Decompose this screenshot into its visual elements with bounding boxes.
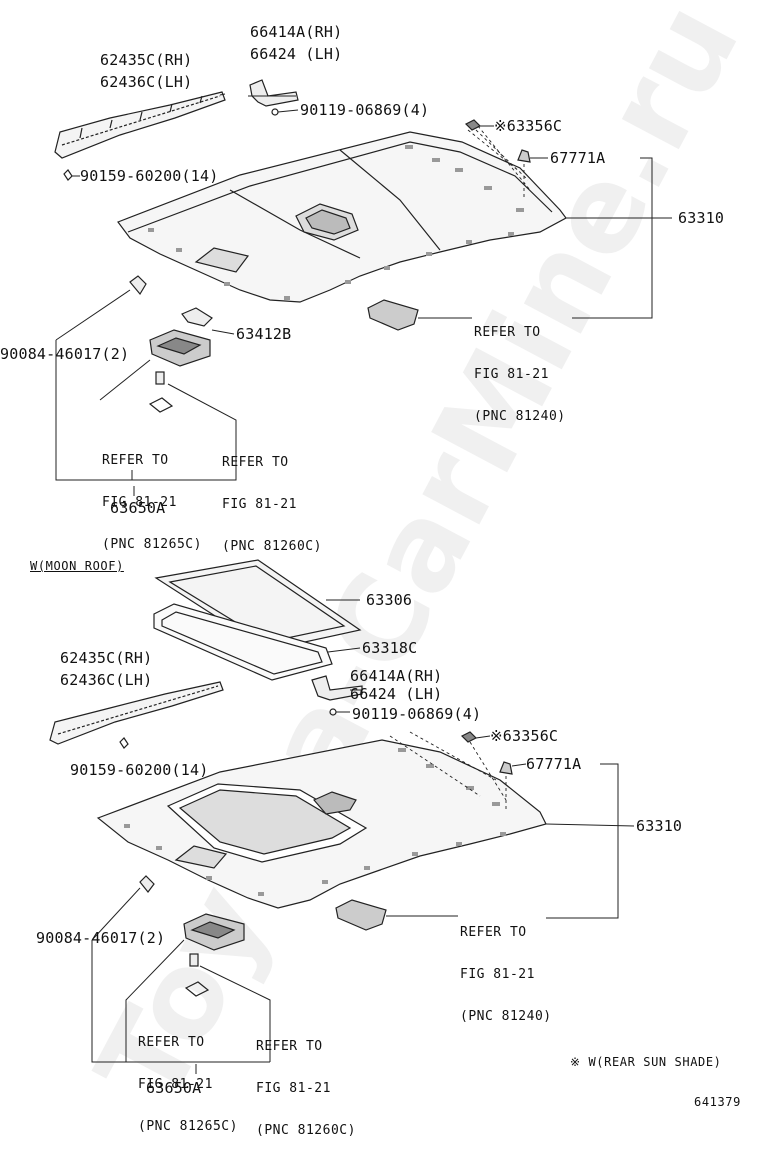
- bottom-headliner-label: 63310: [636, 817, 683, 835]
- bottom-ref-right: REFER TO FIG 81-21 (PNC 81240): [460, 898, 552, 1038]
- bottom-assy-label: 63650A: [146, 1079, 202, 1097]
- bottom-ref-left-line2: FIG 81-21: [138, 1077, 213, 1092]
- top-clip-b-label: 67771A: [550, 149, 606, 167]
- clip-90084-part-2: [139, 875, 155, 893]
- trim-clip-part: [63, 169, 73, 181]
- top-ref-mid-line2: FIG 81-21: [222, 497, 297, 512]
- top-ref-right-line1: REFER TO: [474, 325, 541, 340]
- map-lamp-part: [367, 299, 419, 331]
- top-screw-label: 90119-06869(4): [300, 101, 430, 119]
- top-ref-right: REFER TO FIG 81-21 (PNC 81240): [474, 298, 566, 438]
- trim-clip-part-2: [119, 737, 129, 749]
- bottom-ref-left-line3: (PNC 81265C): [138, 1119, 238, 1134]
- top-ref-mid-line3: (PNC 81260C): [222, 539, 322, 554]
- top-bracket-label-rh: 66414A(RH): [250, 23, 343, 41]
- top-ref-left-line3: (PNC 81265C): [102, 537, 202, 552]
- top-headliner-label: 63310: [678, 209, 725, 227]
- roof-side-trim-part-2: [49, 681, 224, 745]
- top-ref-left: REFER TO FIG 81-21 (PNC 81265C): [102, 426, 202, 566]
- clip-67771a-part-2: [499, 761, 513, 775]
- bottom-seal-label: 63318C: [362, 639, 418, 657]
- top-bracket-b-label: 63412B: [236, 325, 292, 343]
- map-lamp-part-2: [335, 899, 387, 931]
- top-assy-label: 63650A: [110, 499, 166, 517]
- top-ref-left-line1: REFER TO: [102, 453, 169, 468]
- bottom-bracket-label-lh: 66424 (LH): [350, 685, 443, 703]
- clip-90084-part: [129, 275, 147, 296]
- bottom-ref-right-line1: REFER TO: [460, 925, 527, 940]
- bottom-ref-left: REFER TO FIG 81-21 (PNC 81265C): [138, 1008, 238, 1148]
- top-clip-a-label: ※63356C: [494, 117, 563, 135]
- bottom-ref-mid-line2: FIG 81-21: [256, 1081, 331, 1096]
- bottom-ref-right-line3: (PNC 81240): [460, 1009, 552, 1024]
- bottom-screw-label: 90119-06869(4): [352, 705, 482, 723]
- roof-side-trim-part: [54, 91, 226, 159]
- bottom-bracket-label-rh: 66414A(RH): [350, 667, 443, 685]
- bottom-clip-a-label: ※63356C: [490, 727, 559, 745]
- bottom-ref-left-line1: REFER TO: [138, 1035, 205, 1050]
- bottom-trim-clip-label: 90159-60200(14): [70, 761, 209, 779]
- grip-bracket-part: [249, 79, 299, 116]
- headliner-part-2: [96, 739, 547, 909]
- bottom-ref-mid-line3: (PNC 81260C): [256, 1123, 356, 1138]
- bottom-trim-label-lh: 62436C(LH): [60, 671, 153, 689]
- top-leader-lines: [55, 93, 672, 496]
- top-ref-right-line2: FIG 81-21: [474, 367, 549, 382]
- diagram-id: 641379: [694, 1095, 741, 1109]
- top-bracket-label-lh: 66424 (LH): [250, 45, 343, 63]
- top-trim-label-lh: 62436C(LH): [100, 73, 193, 91]
- top-trim-clip-label: 90159-60200(14): [80, 167, 219, 185]
- bracket-63412b-part: [181, 307, 213, 327]
- overhead-console-part-2: [183, 913, 245, 997]
- bottom-ref-right-line2: FIG 81-21: [460, 967, 535, 982]
- clip-67771a-part: [517, 149, 531, 163]
- clip-63356c-part-2: [460, 731, 478, 743]
- top-ref-mid-line1: REFER TO: [222, 455, 289, 470]
- clip-63356c-part: [464, 119, 482, 131]
- top-ref-right-line3: (PNC 81240): [474, 409, 566, 424]
- bottom-frame-label: 63306: [366, 591, 413, 609]
- bottom-clip-c-label: 90084-46017(2): [36, 929, 166, 947]
- parts-diagram: [49, 79, 672, 1074]
- headliner-part: [117, 131, 567, 303]
- footnote: ※ W(REAR SUN SHADE): [570, 1055, 722, 1069]
- bottom-ref-mid: REFER TO FIG 81-21 (PNC 81260C): [256, 1012, 356, 1152]
- top-ref-left-line2: FIG 81-21: [102, 495, 177, 510]
- moon-roof-seal-part: [153, 603, 333, 681]
- bottom-trim-label-rh: 62435C(RH): [60, 649, 153, 667]
- bottom-clip-b-label: 67771A: [526, 755, 582, 773]
- top-clip-c-label: 90084-46017(2): [0, 345, 130, 363]
- top-trim-label-rh: 62435C(RH): [100, 51, 193, 69]
- top-ref-mid: REFER TO FIG 81-21 (PNC 81260C): [222, 428, 322, 568]
- bottom-ref-mid-line1: REFER TO: [256, 1039, 323, 1054]
- overhead-console-part: [148, 329, 211, 413]
- bottom-section-title: W(MOON ROOF): [30, 559, 124, 573]
- bottom-leader-lines: [91, 599, 635, 1074]
